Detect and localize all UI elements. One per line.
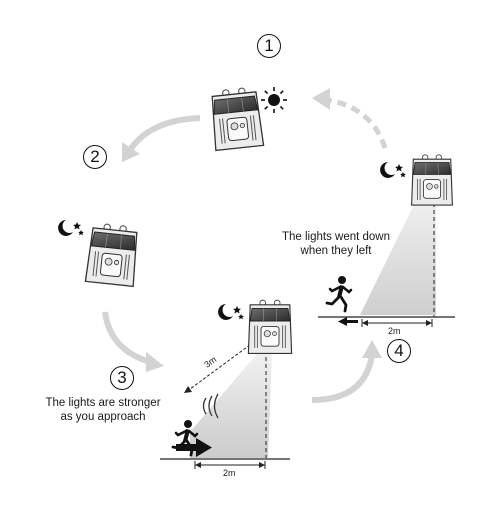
step1-solar-light	[209, 85, 265, 152]
step3-caption: The lights are stronger as you approach	[38, 396, 168, 424]
cycle-arrow-icon	[311, 340, 382, 403]
step3-distance-label: 2m	[223, 468, 236, 478]
step4-caption-line1: The lights went down	[281, 231, 391, 243]
step4-caption: The lights went down when they left	[270, 230, 402, 258]
moon-stars-icon	[58, 220, 84, 236]
step3-caption-line1: The lights are stronger	[45, 397, 161, 409]
step-number-2: 2	[83, 145, 107, 169]
leave-arrow-icon	[338, 317, 358, 326]
cycle-arrow-icon	[102, 311, 164, 372]
moon-stars-icon	[218, 304, 244, 320]
step4-distance-label: 2m	[388, 326, 401, 336]
step-number-1: 1	[257, 34, 281, 58]
step3-scene	[160, 335, 290, 469]
cycle-arrow-icon	[312, 88, 388, 149]
sun-icon	[261, 87, 287, 113]
approach-arrow-icon	[176, 438, 212, 457]
step-number-3: 3	[110, 366, 134, 390]
step3-caption-line2: as you approach	[60, 411, 146, 423]
motion-waves-icon	[202, 393, 219, 419]
moon-stars-icon	[380, 162, 406, 178]
step4-solar-light	[411, 154, 453, 206]
step-number-4: 4	[387, 339, 411, 363]
step2-solar-light	[84, 221, 140, 288]
step3-solar-light	[247, 299, 293, 354]
step4-scene	[318, 188, 455, 327]
cycle-arrow-icon	[122, 115, 201, 162]
running-person-icon	[325, 274, 353, 313]
step4-caption-line2: when they left	[300, 245, 372, 257]
